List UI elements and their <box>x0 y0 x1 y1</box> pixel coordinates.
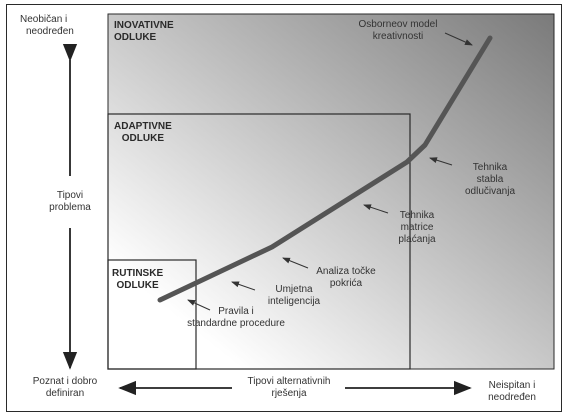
rules-label: Pravila i standardne procedure <box>187 306 285 329</box>
adaptive-region <box>107 113 411 370</box>
adaptive-title: ADAPTIVNE ODLUKE <box>114 121 172 144</box>
rules-arrow <box>187 299 211 311</box>
point-arrow <box>282 257 309 269</box>
routine-region <box>107 259 197 370</box>
osborne-arrow <box>444 32 473 46</box>
tree-arrow <box>429 157 453 166</box>
x-axis-label: Tipovi alternativnih rješenja <box>247 376 331 399</box>
innovative-title: INOVATIVNE ODLUKE <box>114 20 174 43</box>
point-label: Analiza točke pokrića <box>316 266 376 289</box>
y-axis-bottom-label: Poznat i dobro definiran <box>32 376 98 399</box>
ai-arrow <box>231 281 256 291</box>
x-axis-right-label: Neispitan i neodređen <box>488 380 536 403</box>
ai-label: Umjetna inteligencija <box>267 284 321 307</box>
routine-title: RUTINSKE ODLUKE <box>112 268 164 291</box>
y-axis-label: Tipovi problema <box>49 190 91 213</box>
decision-curve <box>157 35 493 303</box>
matrix-arrow <box>363 204 389 214</box>
diagram-frame <box>6 4 562 412</box>
osborne-label: Osborneov model kreativnosti <box>358 19 438 42</box>
y-axis-top-label: Neobičan i neodređen <box>20 14 74 37</box>
innovative-region <box>107 13 555 370</box>
matrix-label: Tehnika matrice plaćanja <box>398 210 436 245</box>
tree-label: Tehnika stabla odlučivanja <box>464 162 516 197</box>
